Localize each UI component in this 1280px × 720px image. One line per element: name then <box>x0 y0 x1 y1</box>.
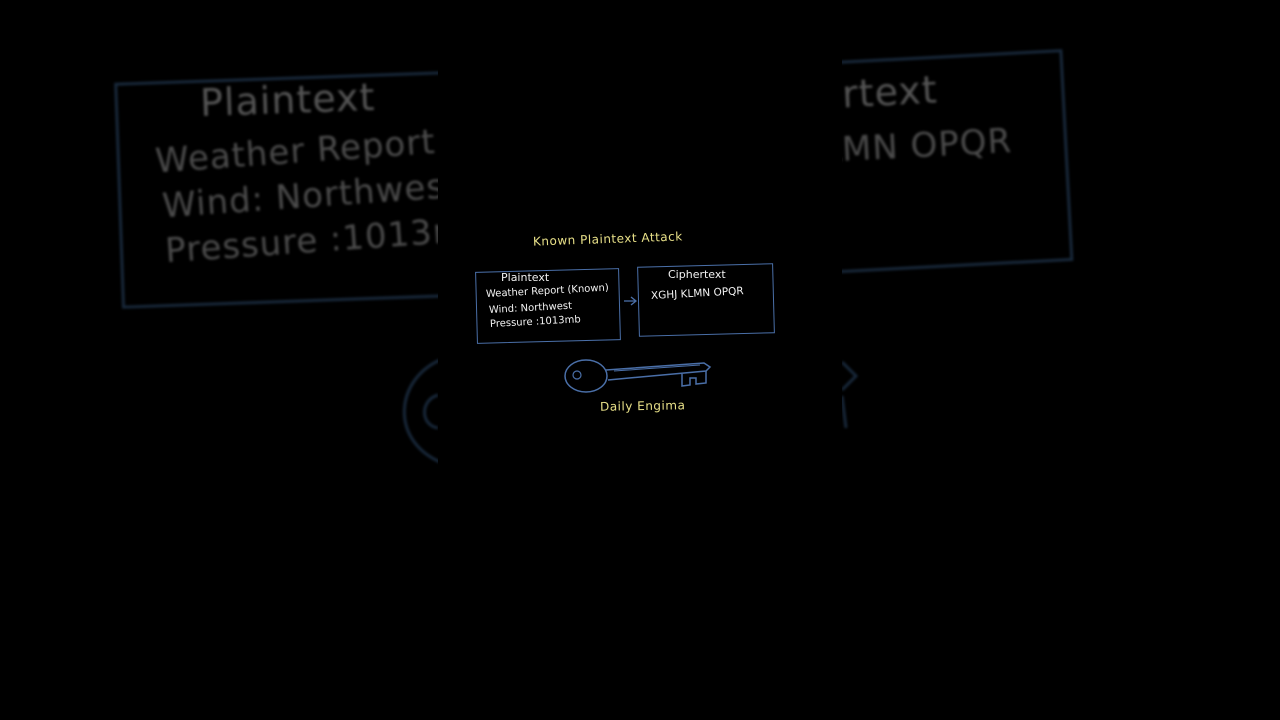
ciphertext-heading: Ciphertext <box>668 268 726 281</box>
key-caption: Daily Engima <box>599 398 686 414</box>
arrow-and-key-layer <box>564 296 712 393</box>
video-frame: Known Plaintext Attack Plaintext Weather… <box>438 0 842 720</box>
diagram-title: Known Plaintext Attack <box>532 229 683 249</box>
key-icon <box>564 359 712 393</box>
right-arrow-icon <box>624 296 638 306</box>
plaintext-heading: Plaintext <box>501 271 550 284</box>
